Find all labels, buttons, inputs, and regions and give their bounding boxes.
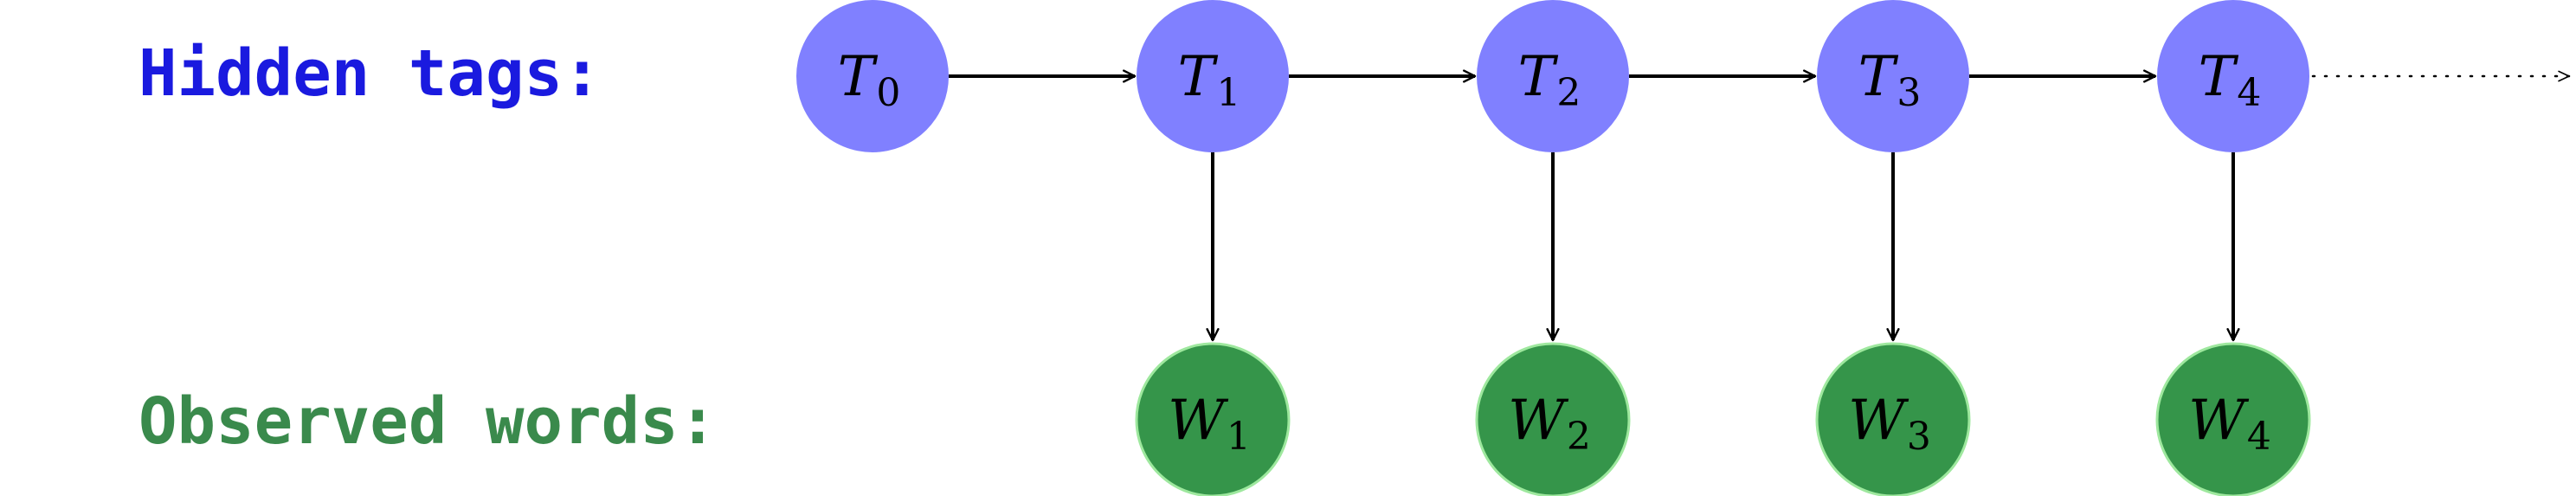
tag-node-label: T4 (2199, 45, 2262, 115)
word-node-letter: W (2188, 389, 2250, 453)
word-node-subscript: 2 (1567, 415, 1591, 459)
hidden-tags-label: Hidden tags: (138, 36, 602, 111)
tag-node-label: T1 (1178, 45, 1241, 115)
tag-node-circle (2157, 0, 2309, 152)
tag-node-letter: T (838, 45, 879, 109)
tag-node-t2: T2 (1477, 0, 1629, 152)
tag-node-subscript: 0 (876, 71, 900, 115)
tag-node-t1: T1 (1137, 0, 1289, 152)
tag-node-subscript: 2 (1556, 71, 1581, 115)
word-node-subscript: 1 (1227, 415, 1251, 459)
tag-node-letter: T (1178, 45, 1219, 109)
tag-node-t0: T0 (796, 0, 949, 152)
tag-node-letter: T (1518, 45, 1559, 109)
word-node-circle (1815, 342, 1971, 496)
tag-node-t4: T4 (2157, 0, 2309, 152)
tag-node-circle (796, 0, 949, 152)
word-node-letter: W (1168, 389, 1229, 453)
tag-node-t3: T3 (1817, 0, 1969, 152)
word-node-label: W4 (2188, 389, 2271, 459)
tag-node-subscript: 1 (1216, 71, 1240, 115)
word-node-label: W2 (1508, 389, 1591, 459)
tag-node-circle (1137, 0, 1289, 152)
word-node-circle (1475, 342, 1631, 496)
tag-node-letter: T (1858, 45, 1899, 109)
tag-node-circle (1477, 0, 1629, 152)
word-node-w2: W2 (1475, 342, 1631, 496)
observed-words-label: Observed words: (138, 384, 717, 459)
word-node-subscript: 4 (2247, 415, 2271, 459)
word-node-w3: W3 (1815, 342, 1971, 496)
tag-node-subscript: 4 (2237, 71, 2261, 115)
word-node-label: W3 (1848, 389, 1931, 459)
tag-node-letter: T (2199, 45, 2239, 109)
word-node-circle (2155, 342, 2311, 496)
edges (949, 69, 2571, 342)
word-node-w1: W1 (1135, 342, 1291, 496)
tag-node-subscript: 3 (1897, 71, 1921, 115)
word-node-label: W1 (1168, 389, 1251, 459)
word-node-circle (1135, 342, 1291, 496)
word-node-letter: W (1848, 389, 1909, 453)
tag-node-label: T3 (1858, 45, 1922, 115)
word-node-letter: W (1508, 389, 1569, 453)
tag-node-label: T0 (838, 45, 901, 115)
word-node-w4: W4 (2155, 342, 2311, 496)
tag-node-circle (1817, 0, 1969, 152)
tag-node-label: T2 (1518, 45, 1581, 115)
word-node-subscript: 3 (1907, 415, 1931, 459)
